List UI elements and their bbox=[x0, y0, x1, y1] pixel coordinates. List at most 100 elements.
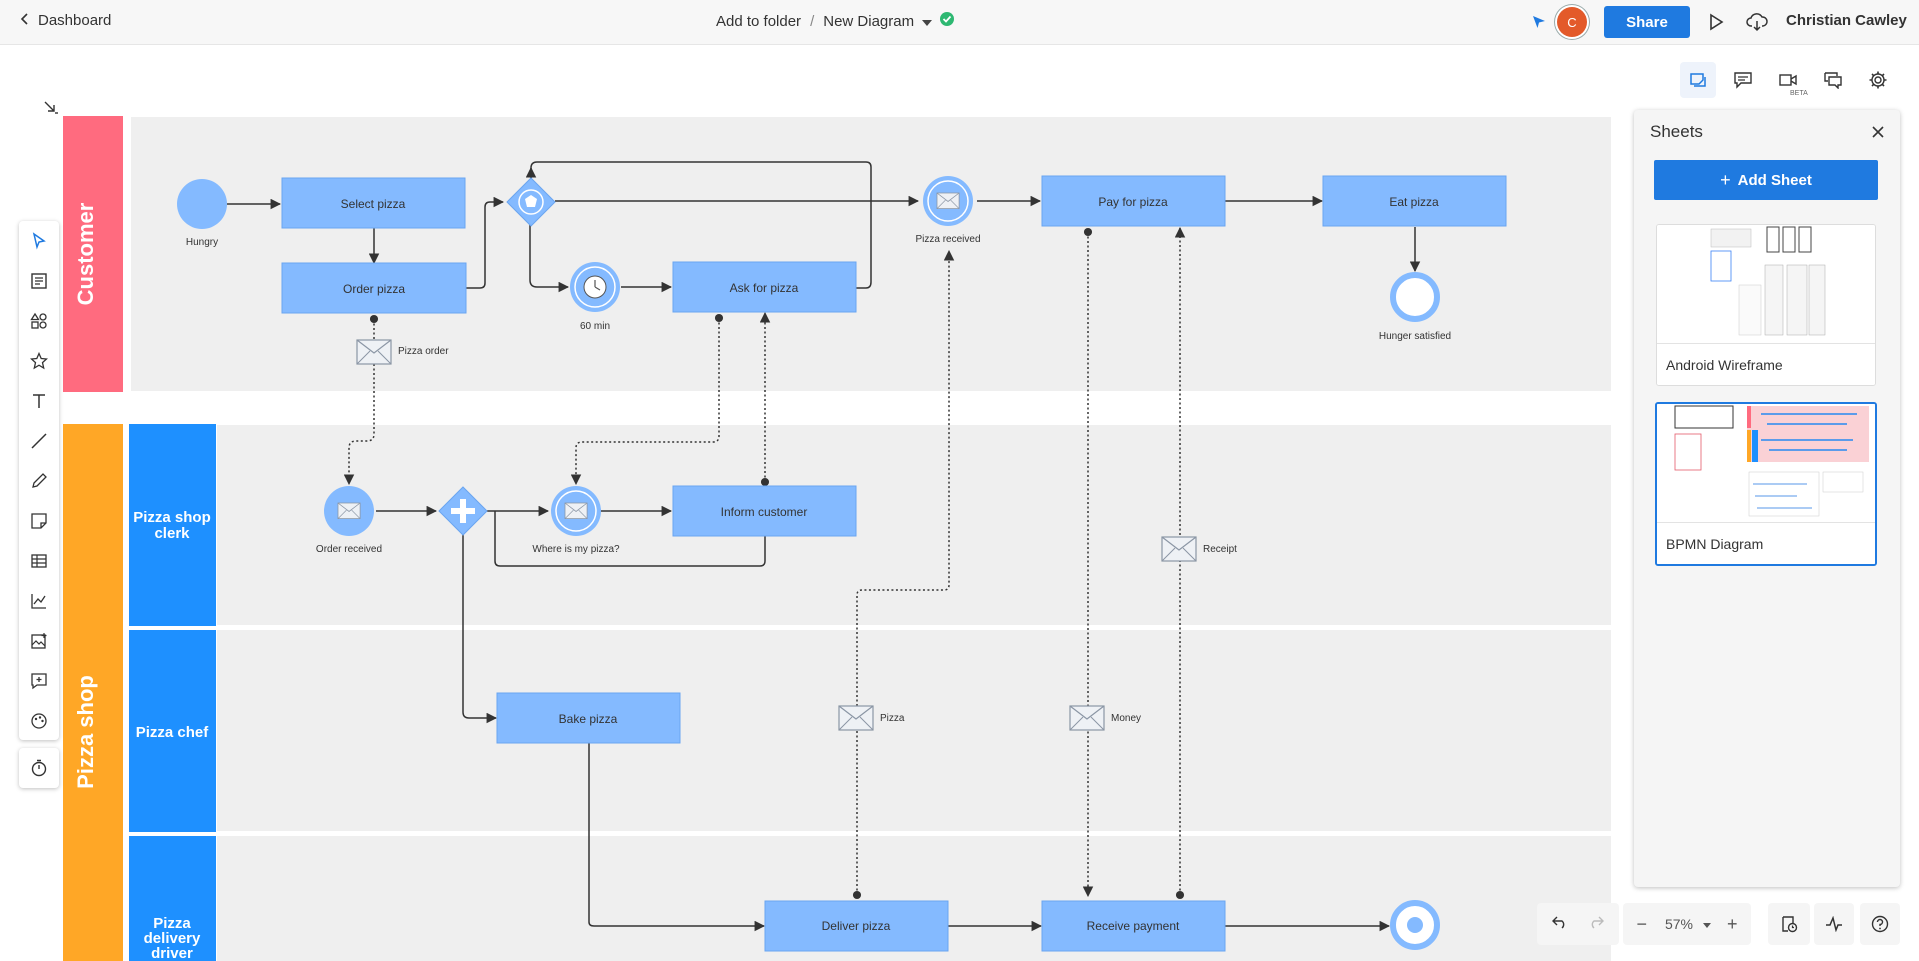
pencil-icon[interactable] bbox=[19, 463, 59, 499]
pizza-shop-pool-header[interactable] bbox=[63, 424, 123, 961]
message-receipt-label: Receipt bbox=[1203, 544, 1237, 555]
history-icon[interactable] bbox=[1768, 903, 1810, 945]
event-hunger-satisfied-label: Hunger satisfied bbox=[1379, 331, 1451, 342]
timer-event[interactable] bbox=[570, 262, 620, 312]
task-receive-payment[interactable] bbox=[1041, 900, 1226, 952]
saved-check-icon bbox=[940, 12, 955, 30]
sheet-card-android-wireframe[interactable]: Android Wireframe bbox=[1656, 224, 1876, 386]
star-icon[interactable] bbox=[19, 343, 59, 379]
close-icon[interactable] bbox=[1872, 125, 1884, 143]
add-sheet-label: Add Sheet bbox=[1737, 171, 1812, 189]
message-start-event-order-received[interactable] bbox=[324, 486, 374, 536]
message-money-icon[interactable] bbox=[1069, 705, 1105, 731]
end-event-hunger-satisfied[interactable] bbox=[1390, 272, 1440, 322]
zoom-level[interactable]: 57% bbox=[1664, 916, 1694, 932]
settings-icon[interactable] bbox=[1860, 62, 1896, 98]
video-beta-badge: BETA bbox=[1790, 90, 1808, 97]
activity-icon[interactable] bbox=[1814, 903, 1854, 945]
clerk-lane-label-1: Pizza shop bbox=[133, 509, 211, 526]
zoom-control: − 57% + bbox=[1623, 903, 1751, 945]
notes-icon[interactable] bbox=[19, 263, 59, 299]
task-deliver-pizza[interactable] bbox=[764, 900, 949, 952]
zoom-caret-icon[interactable] bbox=[1703, 915, 1712, 933]
breadcrumb: Add to folder / New Diagram bbox=[716, 12, 955, 30]
sheet-label-bpmn-diagram: BPMN Diagram bbox=[1657, 522, 1875, 564]
event-pizza-received-label: Pizza received bbox=[915, 234, 980, 245]
parallel-gateway[interactable] bbox=[438, 486, 488, 536]
pizza-shop-pool-label: Pizza shop bbox=[73, 675, 98, 789]
pointer-icon[interactable] bbox=[19, 223, 59, 259]
undo-icon[interactable] bbox=[1552, 915, 1568, 934]
clerk-lane-label-2: clerk bbox=[154, 525, 190, 542]
caret-down-icon[interactable] bbox=[922, 13, 933, 30]
task-eat-pizza[interactable] bbox=[1322, 175, 1507, 227]
task-order-pizza[interactable] bbox=[281, 262, 467, 314]
shapes-icon[interactable] bbox=[19, 303, 59, 339]
task-select-pizza[interactable] bbox=[281, 177, 466, 229]
collapse-arrow-icon[interactable] bbox=[42, 99, 58, 120]
sticky-note-icon[interactable] bbox=[19, 503, 59, 539]
share-button[interactable]: Share bbox=[1604, 6, 1690, 38]
task-inform-customer-label: Inform customer bbox=[721, 505, 808, 519]
event-hungry-label: Hungry bbox=[186, 237, 218, 248]
message-pizza-icon[interactable] bbox=[838, 705, 874, 731]
image-icon[interactable] bbox=[19, 623, 59, 659]
left-toolbar bbox=[19, 221, 59, 740]
add-sheet-button[interactable]: + Add Sheet bbox=[1654, 160, 1878, 200]
event-timer-label: 60 min bbox=[580, 321, 610, 332]
driver-lane-label-1: Pizza bbox=[153, 915, 191, 932]
clerk-lane-header[interactable] bbox=[129, 424, 216, 626]
avatar-initial: C bbox=[1567, 14, 1577, 30]
task-bake-pizza[interactable] bbox=[496, 692, 681, 744]
task-ask-for-pizza[interactable] bbox=[672, 261, 857, 313]
comments-icon[interactable] bbox=[1725, 62, 1761, 98]
zoom-out-button[interactable]: − bbox=[1636, 913, 1647, 934]
line-icon[interactable] bbox=[19, 423, 59, 459]
sheets-panel: Sheets + Add Sheet Android Wireframe bbox=[1634, 110, 1900, 887]
driver-lane-label-3: driver bbox=[151, 945, 193, 961]
message-pizza-order-icon[interactable] bbox=[356, 339, 392, 365]
task-eat-pizza-label: Eat pizza bbox=[1389, 195, 1439, 209]
message-pizza-order-label: Pizza order bbox=[398, 346, 449, 357]
diagram-name[interactable]: New Diagram bbox=[823, 12, 915, 30]
sheet-thumbnail bbox=[1657, 225, 1875, 343]
sheet-thumbnail bbox=[1657, 404, 1875, 522]
top-bar: Dashboard Add to folder / New Diagram C … bbox=[0, 0, 1919, 45]
event-gateway[interactable] bbox=[506, 177, 556, 227]
customer-pool-header[interactable] bbox=[63, 116, 123, 392]
message-catch-event-where-is-my-pizza[interactable] bbox=[551, 486, 601, 536]
theme-icon[interactable] bbox=[19, 703, 59, 739]
message-catch-event-pizza-received[interactable] bbox=[923, 176, 973, 226]
add-to-folder-link[interactable]: Add to folder bbox=[716, 12, 802, 30]
cloud-download-icon[interactable] bbox=[1739, 4, 1775, 40]
sheets-icon[interactable] bbox=[1680, 62, 1716, 98]
sheet-card-bpmn-diagram[interactable]: BPMN Diagram bbox=[1655, 402, 1877, 566]
start-event-hungry[interactable] bbox=[177, 179, 227, 229]
driver-lane-header[interactable] bbox=[129, 836, 216, 961]
timer-icon[interactable] bbox=[19, 748, 59, 788]
breadcrumb-separator: / bbox=[810, 12, 815, 30]
avatar[interactable]: C bbox=[1557, 7, 1587, 37]
user-name[interactable]: Christian Cawley bbox=[1786, 12, 1907, 29]
embed-icon[interactable] bbox=[19, 663, 59, 699]
table-icon[interactable] bbox=[19, 543, 59, 579]
task-inform-customer[interactable] bbox=[672, 485, 857, 537]
dashboard-link[interactable]: Dashboard bbox=[20, 12, 111, 29]
task-bake-pizza-label: Bake pizza bbox=[559, 712, 618, 726]
redo-icon[interactable] bbox=[1588, 915, 1604, 934]
task-pay-for-pizza[interactable] bbox=[1041, 175, 1226, 227]
task-select-pizza-label: Select pizza bbox=[341, 197, 406, 211]
present-play-icon[interactable] bbox=[1698, 4, 1734, 40]
event-where-is-my-pizza-label: Where is my pizza? bbox=[532, 544, 620, 555]
plus-icon: + bbox=[1720, 169, 1731, 190]
help-icon[interactable] bbox=[1860, 903, 1900, 945]
zoom-in-button[interactable]: + bbox=[1727, 913, 1738, 934]
chef-lane-header[interactable] bbox=[129, 630, 216, 832]
cursor-follow-icon[interactable] bbox=[1521, 4, 1557, 40]
chat-icon[interactable] bbox=[1815, 62, 1851, 98]
chart-icon[interactable] bbox=[19, 583, 59, 619]
text-icon[interactable] bbox=[19, 383, 59, 419]
video-icon[interactable]: BETA bbox=[1770, 62, 1808, 98]
message-receipt-icon[interactable] bbox=[1161, 536, 1197, 562]
